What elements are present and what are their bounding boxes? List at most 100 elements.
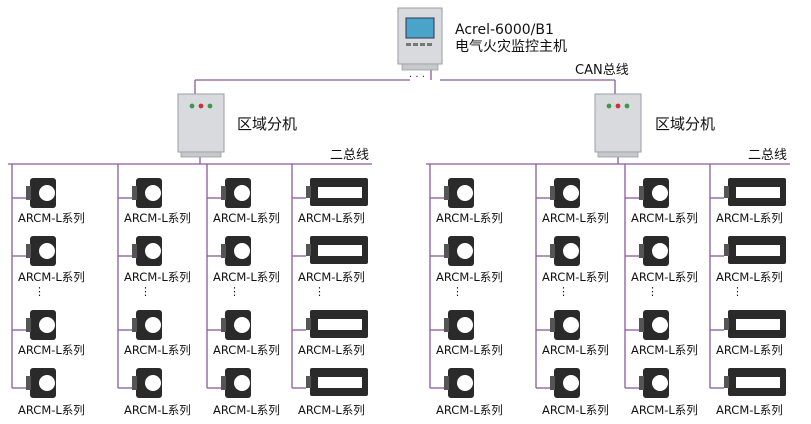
sensor-terminal	[26, 376, 31, 390]
sensor-label: ARCM-L系列	[18, 343, 85, 357]
round-sensor-icon	[444, 310, 474, 340]
sensor-terminal	[221, 186, 226, 200]
sensor-terminal	[26, 318, 31, 332]
round-sensor-icon	[221, 178, 251, 208]
round-sensor-icon	[550, 236, 580, 266]
sensor-label: ARCM-L系列	[542, 270, 609, 284]
sensor-label: ARCM-L系列	[542, 343, 609, 357]
sensor-label: ARCM-L系列	[542, 211, 609, 225]
round-sensor-icon	[444, 236, 474, 266]
cabinet-base	[597, 151, 639, 158]
round-sensor-icon	[550, 368, 580, 398]
sensor-aperture	[457, 375, 473, 391]
sensor-aperture	[234, 375, 250, 391]
round-sensor-icon	[26, 310, 56, 340]
cabinet-indicator	[615, 103, 621, 109]
sensor-label: ARCM-L系列	[124, 343, 191, 357]
rect-sensor-icon	[306, 310, 368, 338]
more-sensors-ellipsis: ⋮	[558, 285, 569, 298]
sensor-label: ARCM-L系列	[298, 270, 365, 284]
round-sensor-icon	[639, 178, 669, 208]
round-sensor-icon	[639, 368, 669, 398]
sensor-terminal	[639, 244, 644, 258]
sensor-aperture	[318, 377, 362, 388]
more-sensors-ellipsis: ⋮	[732, 285, 743, 298]
sensor-terminal	[550, 186, 555, 200]
rect-sensor-icon	[306, 236, 368, 264]
sensor-label: ARCM-L系列	[542, 403, 609, 417]
sensor-terminal	[306, 244, 311, 256]
sensor-terminal	[724, 376, 729, 388]
host-key	[413, 43, 418, 46]
sensor-aperture	[457, 185, 473, 201]
host-model-label: Acrel-6000/B1	[455, 22, 554, 38]
more-sensors-ellipsis: ⋮	[34, 285, 45, 298]
cabinet-indicator	[606, 103, 612, 109]
more-sensors-ellipsis: ⋮	[452, 285, 463, 298]
sensor-aperture	[39, 185, 55, 201]
sensor-label: ARCM-L系列	[213, 403, 280, 417]
more-sensors-ellipsis: ⋮	[314, 285, 325, 298]
sensor-label: ARCM-L系列	[124, 270, 191, 284]
sensor-terminal	[724, 318, 729, 330]
sensor-aperture	[39, 375, 55, 391]
sensor-aperture	[457, 317, 473, 333]
rect-sensor-icon	[306, 178, 368, 206]
sensor-label: ARCM-L系列	[436, 343, 503, 357]
sensor-aperture	[234, 317, 250, 333]
sensor-terminal	[724, 186, 729, 198]
sensor-terminal	[724, 244, 729, 256]
sensor-aperture	[736, 377, 780, 388]
round-sensor-icon	[550, 178, 580, 208]
sensor-label: ARCM-L系列	[213, 343, 280, 357]
host-key	[427, 43, 432, 46]
host-unit	[397, 7, 443, 71]
sensor-label: ARCM-L系列	[436, 270, 503, 284]
round-sensor-icon	[221, 310, 251, 340]
host-key	[420, 43, 425, 46]
round-sensor-icon	[132, 178, 162, 208]
round-sensor-icon	[639, 310, 669, 340]
sensor-terminal	[639, 376, 644, 390]
zone-2-cabinet-label: 区域分机	[655, 115, 716, 133]
host-base	[401, 63, 439, 71]
sensor-aperture	[145, 185, 161, 201]
sensor-label: ARCM-L系列	[631, 343, 698, 357]
round-sensor-icon	[132, 236, 162, 266]
sensor-terminal	[444, 244, 449, 258]
sensor-aperture	[563, 185, 579, 201]
cabinet-indicator	[189, 103, 195, 109]
round-sensor-icon	[221, 236, 251, 266]
sensor-label: ARCM-L系列	[298, 211, 365, 225]
rect-sensor-icon	[724, 178, 786, 206]
sensor-aperture	[563, 243, 579, 259]
sensor-aperture	[652, 243, 668, 259]
sensor-label: ARCM-L系列	[716, 270, 783, 284]
round-sensor-icon	[26, 368, 56, 398]
host-screen	[405, 17, 435, 39]
round-sensor-icon	[26, 178, 56, 208]
sensor-label: ARCM-L系列	[631, 270, 698, 284]
sensor-label: ARCM-L系列	[436, 211, 503, 225]
sensor-terminal	[306, 186, 311, 198]
sensor-label: ARCM-L系列	[298, 343, 365, 357]
sensor-terminal	[306, 376, 311, 388]
sensor-aperture	[39, 243, 55, 259]
cabinet-indicator	[624, 103, 630, 109]
sensor-aperture	[457, 243, 473, 259]
zone-1-cabinet	[177, 93, 225, 158]
sensor-terminal	[444, 376, 449, 390]
sensor-aperture	[652, 375, 668, 391]
sensor-label: ARCM-L系列	[716, 403, 783, 417]
sensor-label: ARCM-L系列	[124, 403, 191, 417]
sensor-label: ARCM-L系列	[716, 211, 783, 225]
sensor-label: ARCM-L系列	[436, 403, 503, 417]
rect-sensor-icon	[306, 368, 368, 396]
sensor-aperture	[234, 185, 250, 201]
cabinet-body	[177, 93, 225, 153]
cabinet-indicator	[198, 103, 204, 109]
sensor-aperture	[39, 317, 55, 333]
sensor-terminal	[639, 186, 644, 200]
round-sensor-icon	[26, 236, 56, 266]
